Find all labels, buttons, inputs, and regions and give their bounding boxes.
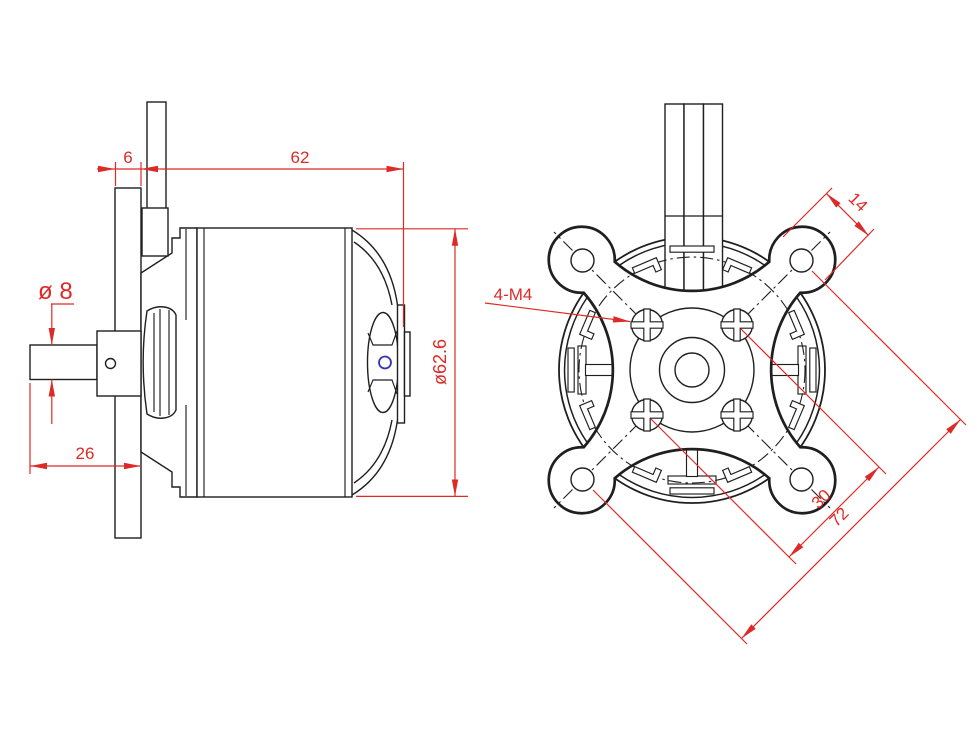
dim-shaft-length: 26 <box>29 383 141 474</box>
dim-label-26: 26 <box>76 444 95 463</box>
front-view: 14 30 72 4-M4 <box>484 103 967 645</box>
motor-wires-side <box>146 101 167 211</box>
pitch-circle <box>578 256 806 484</box>
dim-label-14: 14 <box>844 189 871 216</box>
leader-arrow <box>484 302 631 323</box>
rear-bell-curves <box>351 229 399 496</box>
motor-wires-front <box>664 103 724 297</box>
label-4-M4: 4-M4 <box>494 285 533 304</box>
shaft-hub <box>658 336 726 404</box>
set-screw-hole <box>104 357 117 370</box>
dim-body-length: 62 <box>141 148 405 327</box>
front-window-stator-lines <box>153 309 170 416</box>
prop-collar <box>96 330 142 397</box>
rotor-can <box>196 227 353 498</box>
dim-label-62: 62 <box>291 148 310 167</box>
dim-label-6: 6 <box>123 148 132 167</box>
rear-boss <box>403 331 411 397</box>
side-view: 6 62 ø 8 26 ø62.6 <box>29 101 468 539</box>
dim-label-body-dia: ø62.6 <box>430 339 450 385</box>
dim-plate-thickness: 6 <box>97 148 142 186</box>
wire-grommet <box>141 207 169 257</box>
rotor-can-crimp-lines <box>203 228 346 497</box>
centerlines <box>553 231 831 509</box>
shaft-hole-highlight <box>378 355 392 370</box>
dim-shaft-diameter: ø 8 <box>38 278 74 424</box>
rear-bell-window <box>366 311 400 414</box>
motor-shaft <box>29 344 98 381</box>
label-screw-thread: 4-M4 <box>484 285 631 323</box>
dim-body-diameter: ø62.6 <box>356 228 468 497</box>
rear-bell-spokes <box>367 330 398 395</box>
dim-label-shaft-dia: ø 8 <box>38 278 73 305</box>
